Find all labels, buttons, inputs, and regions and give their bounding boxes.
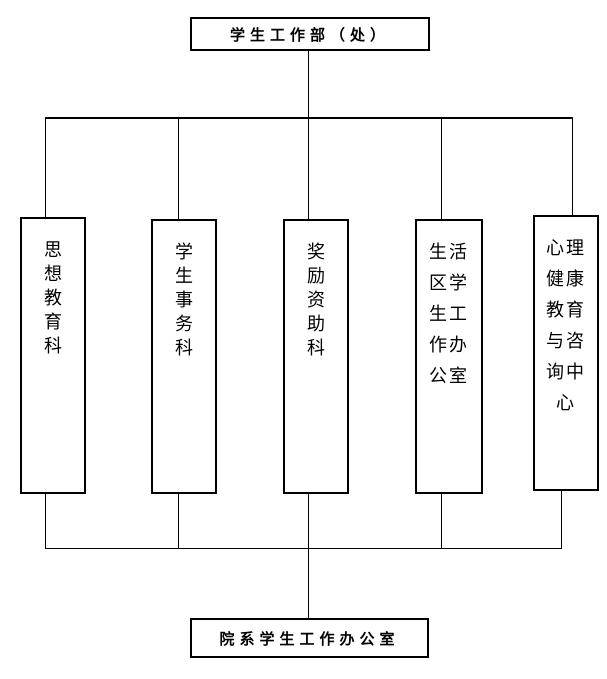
dept-mental-health-center: 心理 健康 教育 与咨 询中 心 (533, 215, 599, 491)
label-line: 事 (175, 290, 193, 311)
connector (45, 548, 562, 549)
label-line: 健康 (546, 269, 586, 290)
label-line: 区学 (429, 273, 469, 294)
connector (308, 494, 309, 619)
connector (45, 118, 46, 218)
dept-student-affairs: 学 生 事 务 科 (151, 219, 217, 494)
connector (441, 118, 442, 219)
label-line: 助 (307, 314, 325, 335)
connector (308, 118, 309, 219)
label-line: 务 (175, 314, 193, 335)
connector (178, 118, 179, 219)
label-line: 教 (44, 288, 62, 309)
label-line: 心理 (546, 238, 586, 259)
label-line: 想 (44, 264, 62, 285)
bottom-node-label: 院系学生工作办公室 (219, 629, 400, 648)
bottom-node-department-offices: 院系学生工作办公室 (190, 618, 429, 658)
connector (45, 117, 573, 119)
connector (572, 118, 573, 216)
label-line: 生活 (429, 242, 469, 263)
label-line: 与咨 (546, 331, 586, 352)
top-node-student-affairs-dept: 学生工作部（处） (190, 17, 430, 51)
label-line: 公室 (429, 366, 469, 387)
connector (45, 494, 46, 549)
label-line: 奖 (307, 242, 325, 263)
label-line: 育 (44, 312, 62, 333)
label-line: 询中 (546, 362, 586, 383)
connector (441, 494, 442, 549)
top-node-label: 学生工作部（处） (229, 25, 390, 44)
label-line: 科 (175, 338, 193, 359)
label-line: 科 (307, 338, 325, 359)
label-line: 生工 (429, 304, 469, 325)
dept-ideological-education: 思 想 教 育 科 (20, 217, 86, 494)
label-line: 生 (175, 266, 193, 287)
label-line: 资 (307, 290, 325, 311)
label-line: 思 (44, 240, 62, 261)
dept-financial-aid: 奖 励 资 助 科 (283, 219, 349, 494)
connector (561, 491, 562, 549)
dept-residence-office: 生活 区学 生工 作办 公室 (415, 219, 483, 494)
label-line: 作办 (429, 335, 469, 356)
connector (308, 51, 309, 118)
label-line: 科 (44, 336, 62, 357)
label-line: 学 (175, 242, 193, 263)
label-line: 励 (307, 266, 325, 287)
connector (178, 494, 179, 549)
label-line: 教育 (546, 300, 586, 321)
label-line: 心 (556, 393, 576, 414)
